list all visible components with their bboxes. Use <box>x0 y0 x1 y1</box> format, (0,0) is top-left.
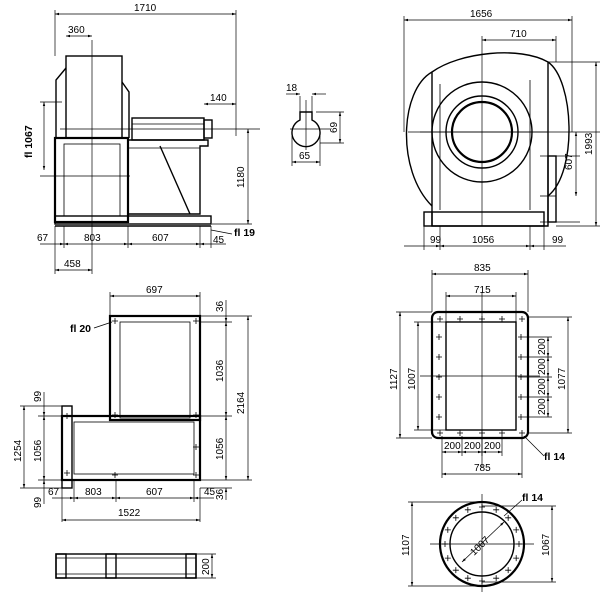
bolt-hole <box>452 514 459 521</box>
frame-lower <box>60 414 202 482</box>
dim-200-side-3: 200 <box>537 378 548 395</box>
dim-785: 785 <box>474 463 491 474</box>
front-view: 1656 710 1993 607 99 1056 99 <box>403 9 600 250</box>
note-fl-19: fl 19 <box>234 227 255 239</box>
bolt-hole <box>493 575 500 582</box>
dim-36-top: 36 <box>215 300 226 312</box>
dim-607-front: 607 <box>564 153 575 170</box>
bolt-hole <box>479 578 485 584</box>
bolt-hole <box>513 555 520 562</box>
fan-housing-side <box>65 55 123 139</box>
frame-bolts <box>64 318 199 478</box>
bolt-hole <box>479 504 485 510</box>
dim-200-bottom-3: 200 <box>484 441 501 452</box>
dim-200-side-4: 200 <box>537 398 548 415</box>
dim-45: 45 <box>213 235 225 246</box>
bolt-hole <box>516 541 522 547</box>
dim-1067: 1067 <box>541 533 552 556</box>
round-flange-bolts <box>442 504 522 584</box>
shaft-section <box>291 111 321 148</box>
dim-1107: 1107 <box>401 534 412 556</box>
bolt-hole <box>444 526 451 533</box>
dim-67: 67 <box>37 233 49 244</box>
dim-803-bottom: 803 <box>85 487 102 498</box>
dim-67-bottom: 67 <box>48 487 60 498</box>
volute-housing <box>431 52 549 227</box>
dim-99-bottom-left: 99 <box>33 496 44 508</box>
dim-65: 65 <box>299 151 311 162</box>
bolt-hole <box>513 526 520 533</box>
dim-1036: 1036 <box>215 359 226 382</box>
side-view: 1710 360 fl 1067 140 1180 67 803 607 45 … <box>23 3 260 274</box>
dim-1007-rect: 1007 <box>407 367 418 390</box>
pedestal-diagonal <box>159 145 191 215</box>
rect-flange: 835 715 1127 1007 200 200 200 200 1077 <box>389 263 572 478</box>
dim-458: 458 <box>64 259 81 270</box>
dim-1180: 1180 <box>236 166 247 188</box>
bolt-hole <box>505 514 512 521</box>
dim-1056-left: 1056 <box>33 439 44 462</box>
dim-140: 140 <box>210 93 227 104</box>
round-flange: 1007 fl 14 1107 1067 <box>401 492 556 592</box>
dim-fl-1067: fl 1067 <box>23 125 35 158</box>
rect-flange-outer <box>430 310 530 440</box>
bolt-hole <box>464 506 471 513</box>
dim-1522: 1522 <box>118 508 141 519</box>
dim-200-bottom-2: 200 <box>464 441 481 452</box>
dim-607-bottom: 607 <box>146 487 163 498</box>
volute-scroll <box>405 71 433 207</box>
bolt-hole <box>442 541 448 547</box>
note-fl-14-rect: fl 14 <box>544 451 565 463</box>
dim-1127: 1127 <box>389 368 400 390</box>
shaft-detail: 18 69 65 <box>286 83 344 166</box>
housing-curve-right <box>121 81 130 138</box>
dim-1056-right: 1056 <box>215 437 226 460</box>
base-rail <box>54 215 212 225</box>
bolt-hole <box>444 555 451 562</box>
dim-200-channel: 200 <box>201 558 212 575</box>
dim-697: 697 <box>146 285 163 296</box>
bolt-hole <box>464 575 471 582</box>
base-frame-plan: 697 fl 20 36 1036 1056 36 2164 1254 1056… <box>13 285 252 522</box>
rect-flange-bolts <box>436 316 525 436</box>
dim-803: 803 <box>84 233 101 244</box>
dim-1710: 1710 <box>134 3 157 14</box>
dim-18: 18 <box>286 83 298 94</box>
dim-1056-front: 1056 <box>472 235 495 246</box>
bolt-hole <box>452 567 459 574</box>
note-fl-14-round: fl 14 <box>522 492 543 504</box>
dim-69: 69 <box>329 121 340 133</box>
dim-200-side-1: 200 <box>537 338 548 355</box>
dim-1993: 1993 <box>584 132 595 155</box>
dim-45-bottom: 45 <box>204 487 216 498</box>
motor-frame-left <box>53 136 130 224</box>
dim-99-left: 99 <box>430 235 442 246</box>
bolt-hole <box>493 506 500 513</box>
dim-99-top-left: 99 <box>33 390 44 402</box>
frame-left-flange <box>61 405 73 489</box>
note-fl-20: fl 20 <box>70 323 91 335</box>
dim-715: 715 <box>474 285 491 296</box>
dim-1077: 1077 <box>557 367 568 390</box>
frame-upper <box>108 314 202 422</box>
dim-2164: 2164 <box>236 391 247 414</box>
dim-835: 835 <box>474 263 491 274</box>
dim-1656: 1656 <box>470 9 493 20</box>
dim-36-bottom: 36 <box>215 488 226 500</box>
dim-200-bottom-1: 200 <box>444 441 461 452</box>
front-base <box>423 211 545 227</box>
dim-200-side-2: 200 <box>537 358 548 375</box>
volute-outer <box>547 61 570 197</box>
housing-curve-left <box>55 67 67 138</box>
dim-360: 360 <box>68 25 85 36</box>
dim-607: 607 <box>152 233 169 244</box>
dim-1007-round: 1007 <box>468 534 492 558</box>
dim-99-right: 99 <box>552 235 564 246</box>
bearing-pedestal <box>128 139 209 215</box>
bolt-hole <box>505 567 512 574</box>
channel-section: 200 <box>55 553 216 579</box>
dim-1254: 1254 <box>13 439 24 462</box>
dim-710: 710 <box>510 29 527 40</box>
